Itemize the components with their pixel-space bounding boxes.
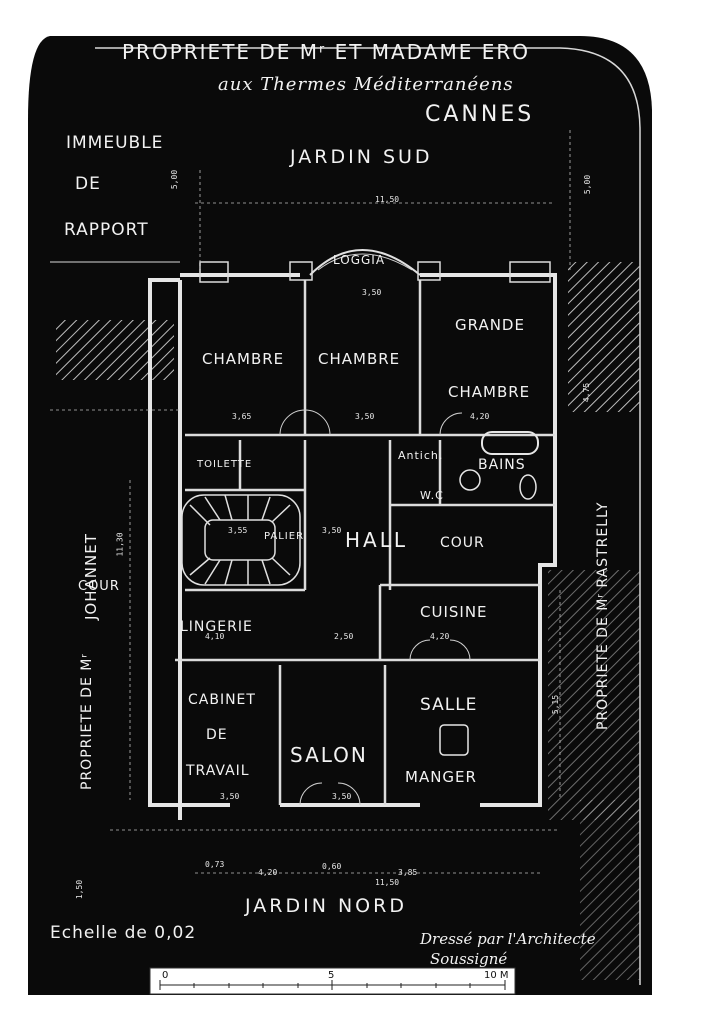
- cour-left-label: COUR: [78, 579, 120, 594]
- scale-bar: [149, 967, 516, 995]
- dining-table: [439, 724, 469, 756]
- dim-cuisine-width: 4,20: [430, 632, 450, 641]
- signature-line-1: Dressé par l'Architecte: [420, 930, 596, 948]
- room-bains: BAINS: [478, 457, 526, 473]
- dim-bottom-width: 11,50: [375, 878, 400, 887]
- dim-north-depth: 1,50: [75, 879, 85, 900]
- neighbor-rastrelly: PROPRIETE DE Mʳ RASTRELLY: [595, 501, 611, 730]
- signature-line-2: Soussigné: [430, 950, 508, 968]
- room-lingerie: LINGERIE: [180, 619, 253, 635]
- loggia-arc: [309, 249, 421, 276]
- dim-salon-width: 3,50: [332, 792, 352, 801]
- room-wc: W.C: [420, 489, 444, 502]
- window-bays-top: [199, 261, 551, 283]
- garden-north: JARDIN NORD: [245, 895, 407, 917]
- dim-bottom-1: 4,20: [258, 868, 278, 877]
- dim-cabinet-width: 3,50: [220, 792, 240, 801]
- room-cabinet: CABINET: [188, 692, 256, 708]
- room-palier: PALIER: [264, 531, 305, 542]
- room-salle: SALLE: [420, 695, 478, 715]
- room-grande-chambre: CHAMBRE: [448, 383, 531, 401]
- dim-grande-width: 4,20: [470, 412, 490, 421]
- frame-curve: [95, 47, 641, 985]
- bathtub: [481, 431, 539, 455]
- dim-lingerie-width: 4,10: [205, 632, 225, 641]
- room-manger: MANGER: [405, 768, 477, 786]
- room-loggia: LOGGIA: [333, 253, 386, 267]
- dim-left-wall: 11,30: [115, 532, 125, 557]
- neighbor-immeuble: IMMEUBLE: [66, 133, 164, 153]
- room-antichambre: Antich.: [398, 449, 444, 462]
- dim-top-width: 11,50: [375, 195, 400, 204]
- blueprint-background: [28, 36, 652, 995]
- loggia-arc-inner: [317, 253, 413, 271]
- washbasin: [459, 469, 481, 491]
- hatched-wall-right-corner: [580, 800, 640, 980]
- dim-south-depth: 5,00: [170, 169, 180, 190]
- neighbor-rapport: RAPPORT: [64, 220, 149, 240]
- dim-south-depth-right: 5,00: [583, 174, 593, 195]
- room-hall: HALL: [345, 528, 409, 552]
- outer-walls: [148, 273, 557, 820]
- neighbor-de: DE: [75, 174, 101, 194]
- title-line-1: PROPRIETE DE Mʳ ET MADAME ERO: [122, 40, 530, 64]
- room-chambre-2: CHAMBRE: [318, 350, 401, 368]
- title-city: CANNES: [425, 102, 535, 127]
- room-cuisine: CUISINE: [420, 603, 488, 621]
- room-toilette: TOILETTE: [197, 459, 253, 470]
- dim-chambre-2-width: 3,50: [355, 412, 375, 421]
- scale-caption: Echelle de 0,02: [50, 923, 197, 943]
- dim-loggia-width: 3,50: [362, 288, 382, 297]
- neighbor-left-owner: PROPRIETE DE Mʳ: [79, 653, 95, 790]
- dim-right-wall: 5,15: [551, 694, 561, 715]
- interior-walls: [175, 280, 555, 805]
- dim-chambre-1-width: 3,65: [232, 412, 252, 421]
- dim-bottom-3: 0,73: [205, 860, 225, 869]
- room-grande: GRANDE: [455, 316, 525, 334]
- dim-right-upper: 4,75: [582, 382, 592, 403]
- room-chambre-1: CHAMBRE: [202, 350, 285, 368]
- room-travail: TRAVAIL: [186, 763, 250, 779]
- dim-palier-width: 3,55: [228, 526, 248, 535]
- title-line-2: aux Thermes Méditerranéens: [218, 74, 514, 95]
- dim-hall-side: 3,50: [322, 526, 342, 535]
- staircase: [181, 494, 301, 586]
- dimension-lines: [50, 130, 571, 874]
- dim-bottom-4: 0,60: [322, 862, 342, 871]
- scale-tick-10: 10 M: [484, 970, 509, 981]
- dim-bottom-2: 3,85: [398, 868, 418, 877]
- door-swings: [279, 409, 471, 806]
- scale-tick-5: 5: [328, 970, 335, 981]
- scale-tick-0: 0: [162, 970, 169, 981]
- hatched-wall-left-top: [56, 320, 174, 380]
- room-cour: COUR: [440, 535, 485, 551]
- room-cabinet-de: DE: [206, 727, 228, 743]
- garden-south: JARDIN SUD: [290, 146, 433, 168]
- hatched-wall-right-top: [568, 262, 640, 412]
- dim-hall-width: 2,50: [334, 632, 354, 641]
- hatched-wall-right-bottom: [548, 570, 640, 820]
- room-salon: SALON: [290, 743, 368, 767]
- neighbor-johannet: JOHANNET: [82, 533, 100, 620]
- bidet: [519, 474, 537, 500]
